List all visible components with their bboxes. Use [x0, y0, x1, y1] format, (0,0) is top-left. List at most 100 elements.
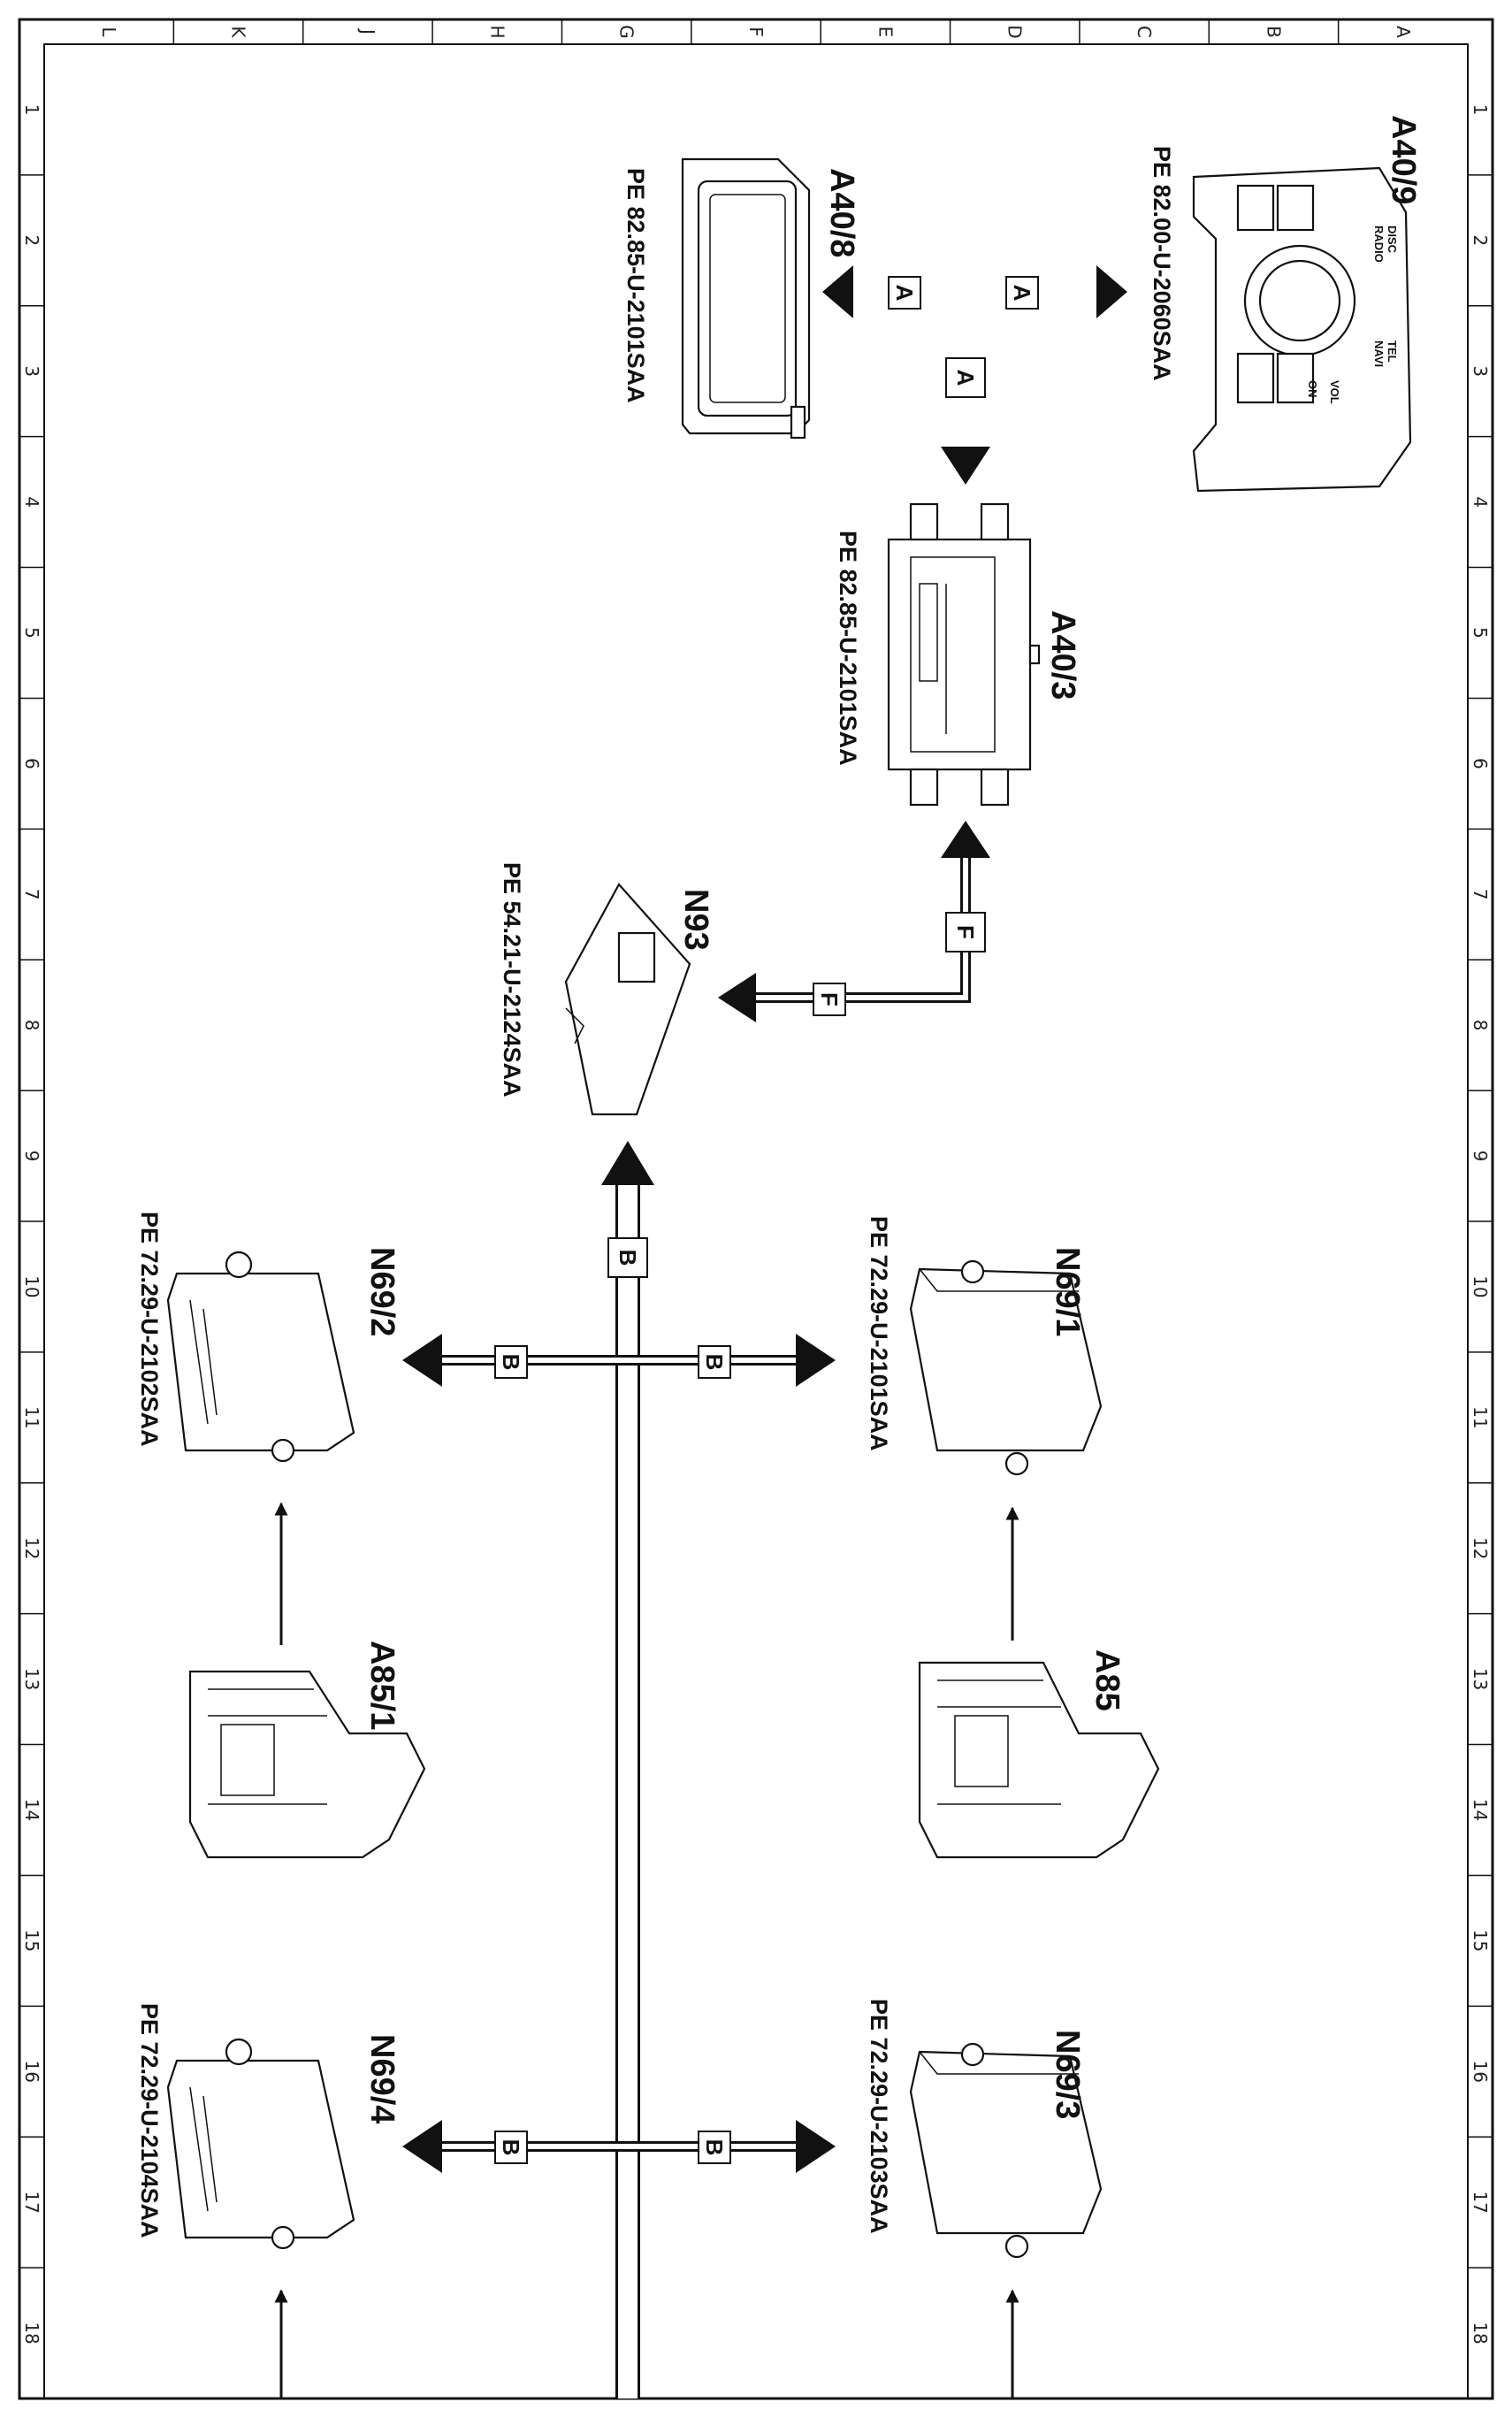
column-label: C [1134, 26, 1155, 38]
svg-text:B: B [498, 2139, 524, 2156]
svg-text:B: B [615, 1250, 641, 1266]
column-label: D [1004, 25, 1026, 38]
row-label: 14 [21, 1799, 42, 1821]
column-label: K [228, 26, 249, 38]
row-label: 5 [1470, 627, 1491, 639]
bus-label-b-lower-right: B [698, 2131, 731, 2164]
label-a40-3: A40/3 [1044, 610, 1081, 700]
column-label: G [616, 25, 638, 39]
component-a40-9: VOL ON DISC RADIO TEL NAVI [1192, 166, 1412, 493]
label-a40-8: A40/8 [823, 168, 860, 257]
bus-label-a-left: A [888, 276, 921, 310]
bus-b [402, 1141, 836, 2399]
row-label: 16 [1470, 2061, 1491, 2083]
label-n69-3: N69/3 [1049, 2030, 1086, 2119]
row-label: 10 [21, 1275, 42, 1297]
row-label: 13 [1470, 1668, 1491, 1690]
row-label: 3 [1470, 365, 1491, 377]
ref-n69-2: PE 72.29-U-2102SAA [136, 1212, 163, 1447]
svg-text:DISC: DISC [1386, 226, 1399, 254]
component-a85-1 [188, 1670, 426, 1859]
svg-text:A: A [1009, 285, 1035, 302]
row-label: 13 [21, 1668, 42, 1690]
svg-text:B: B [701, 1354, 728, 1371]
svg-text:B: B [701, 2139, 728, 2156]
svg-text:A: A [891, 285, 918, 302]
row-label: 9 [21, 1151, 42, 1162]
row-label: 8 [21, 1020, 42, 1031]
row-label: 12 [1470, 1537, 1491, 1559]
ref-a40-9: PE 82.00-U-2060SAA [1149, 146, 1175, 381]
label-a40-9: A40/9 [1385, 115, 1422, 204]
svg-text:TEL: TEL [1386, 340, 1399, 363]
ref-n69-1: PE 72.29-U-2101SAA [866, 1216, 892, 1451]
row-label: 8 [1470, 1020, 1491, 1031]
row-label: 11 [21, 1406, 42, 1428]
svg-text:F: F [952, 925, 979, 939]
label-n69-1: N69/1 [1049, 1247, 1086, 1336]
svg-text:NAVI: NAVI [1372, 340, 1386, 367]
row-label: 3 [21, 365, 42, 377]
column-label: B [1263, 26, 1284, 38]
row-label: 4 [1470, 496, 1491, 508]
row-label: 4 [21, 496, 42, 508]
row-label: 1 [21, 104, 42, 116]
svg-text:RADIO: RADIO [1372, 226, 1386, 263]
row-label: 1 [1470, 104, 1491, 116]
svg-text:F: F [816, 992, 843, 1006]
row-label: 5 [21, 627, 42, 639]
row-label: 2 [21, 234, 42, 246]
row-label: 18 [1470, 2322, 1491, 2344]
label-n69-2: N69/2 [363, 1247, 401, 1336]
row-label: 7 [1470, 889, 1491, 900]
column-label: J [357, 27, 378, 34]
bus-label-b-upper-left: B [494, 1345, 528, 1379]
column-label: L [98, 27, 119, 37]
component-n69-3 [909, 2042, 1103, 2259]
svg-text:B: B [498, 1354, 524, 1371]
bus-label-b-upper-right: B [698, 1345, 731, 1379]
row-label: 2 [1470, 234, 1491, 246]
svg-text:VOL: VOL [1328, 380, 1341, 404]
column-label: F [745, 27, 767, 37]
component-n69-1 [909, 1259, 1103, 1476]
row-label: 9 [1470, 1151, 1491, 1162]
ref-n93: PE 54.21-U-2124SAA [499, 862, 525, 1098]
component-n93 [564, 883, 691, 1116]
bus-label-a-right: A [1005, 276, 1039, 310]
ref-n69-4: PE 72.29-U-2104SAA [136, 2003, 163, 2238]
label-a85-1: A85/1 [363, 1641, 401, 1730]
component-a40-8 [681, 157, 811, 440]
row-label: 12 [21, 1537, 42, 1559]
bus-label-b-lower-left: B [494, 2131, 528, 2164]
row-label: 15 [1470, 1930, 1491, 1952]
component-a40-3 [887, 502, 1041, 807]
column-label: H [486, 25, 508, 38]
label-n93: N93 [677, 889, 714, 951]
row-label: 14 [1470, 1799, 1491, 1821]
row-label: 16 [21, 2061, 42, 2083]
ref-a40-3: PE 82.85-U-2101SAA [835, 531, 861, 766]
row-label: 17 [1470, 2191, 1491, 2213]
bus-label-b-trunk: B [607, 1237, 648, 1278]
row-label: 11 [1470, 1406, 1491, 1428]
component-a85 [918, 1661, 1160, 1859]
label-a85: A85 [1088, 1649, 1126, 1711]
ref-n69-3: PE 72.29-U-2103SAA [866, 1999, 892, 2234]
column-label: A [1393, 26, 1414, 38]
row-label: 6 [21, 758, 42, 769]
svg-text:ON: ON [1306, 380, 1319, 398]
component-n69-2 [166, 1251, 355, 1463]
component-n69-4 [166, 2038, 355, 2250]
column-label: E [874, 27, 896, 38]
row-label: 17 [21, 2191, 42, 2213]
svg-text:A: A [952, 370, 979, 386]
bus-label-a-down: A [945, 357, 986, 398]
bus-label-f-vertical: F [945, 912, 986, 953]
row-label: 10 [1470, 1275, 1491, 1297]
label-n69-4: N69/4 [363, 2034, 401, 2123]
row-label: 6 [1470, 758, 1491, 769]
